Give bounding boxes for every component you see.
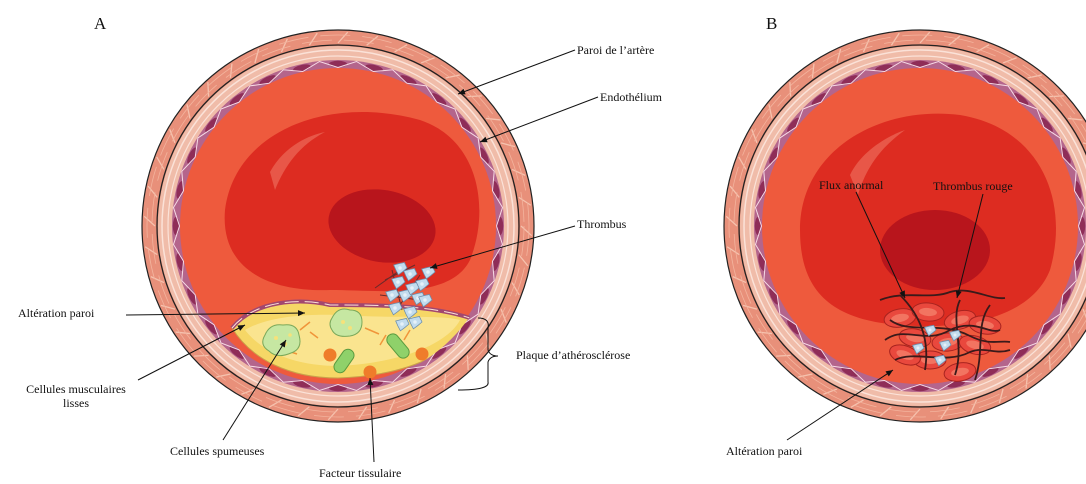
- label-cellules-musculaires: Cellules musculaires lisses: [8, 382, 144, 410]
- label-facteur-tissulaire: Facteur tissulaire: [319, 466, 401, 480]
- tissue-factor-dot: [416, 348, 429, 361]
- label-flux-anormal: Flux anormal: [819, 178, 883, 192]
- label-alteration-paroi-a: Altération paroi: [18, 306, 94, 320]
- wall-stripe: [194, 355, 208, 356]
- endothelial-cell: [329, 385, 347, 391]
- label-cellules-spumeuses: Cellules spumeuses: [170, 444, 264, 458]
- leader-paroi-artere: [458, 50, 575, 94]
- wall-stripe: [467, 96, 481, 97]
- tissue-factor-dot: [364, 366, 377, 379]
- endothelial-cell: [911, 385, 929, 391]
- foam-cell: [330, 309, 362, 336]
- panel-a-letter: A: [94, 14, 106, 34]
- label-thrombus: Thrombus: [577, 217, 626, 231]
- wall-stripe: [1049, 355, 1050, 369]
- foam-cell: [263, 325, 300, 356]
- tissue-factor-dot: [324, 349, 337, 362]
- endothelial-cell: [329, 61, 347, 67]
- label-cellules-musculaires-line1: Cellules musculaires: [8, 382, 144, 396]
- label-endothelium: Endothélium: [600, 90, 662, 104]
- label-paroi-artere: Paroi de l’artère: [577, 43, 654, 57]
- label-thrombus-rouge: Thrombus rouge: [933, 179, 1013, 193]
- artery-a: [142, 30, 534, 422]
- endothelial-cell: [497, 217, 503, 235]
- label-alteration-paroi-b: Altération paroi: [726, 444, 802, 458]
- endothelial-cell: [911, 61, 929, 67]
- endothelial-cell: [173, 217, 179, 235]
- endothelial-cell: [1079, 217, 1085, 235]
- panel-b-letter: B: [766, 14, 777, 34]
- artery-b: [724, 30, 1086, 422]
- wall-stripe: [790, 82, 791, 96]
- label-plaque: Plaque d’athérosclérose: [516, 348, 630, 362]
- artery-b-blood-core: [880, 210, 990, 290]
- wall-stripe: [208, 82, 209, 96]
- label-cellules-musculaires-line2: lisses: [8, 396, 144, 410]
- wall-stripe: [776, 355, 790, 356]
- wall-stripe: [467, 355, 468, 369]
- wall-stripe: [1049, 96, 1063, 97]
- endothelial-cell: [755, 217, 761, 235]
